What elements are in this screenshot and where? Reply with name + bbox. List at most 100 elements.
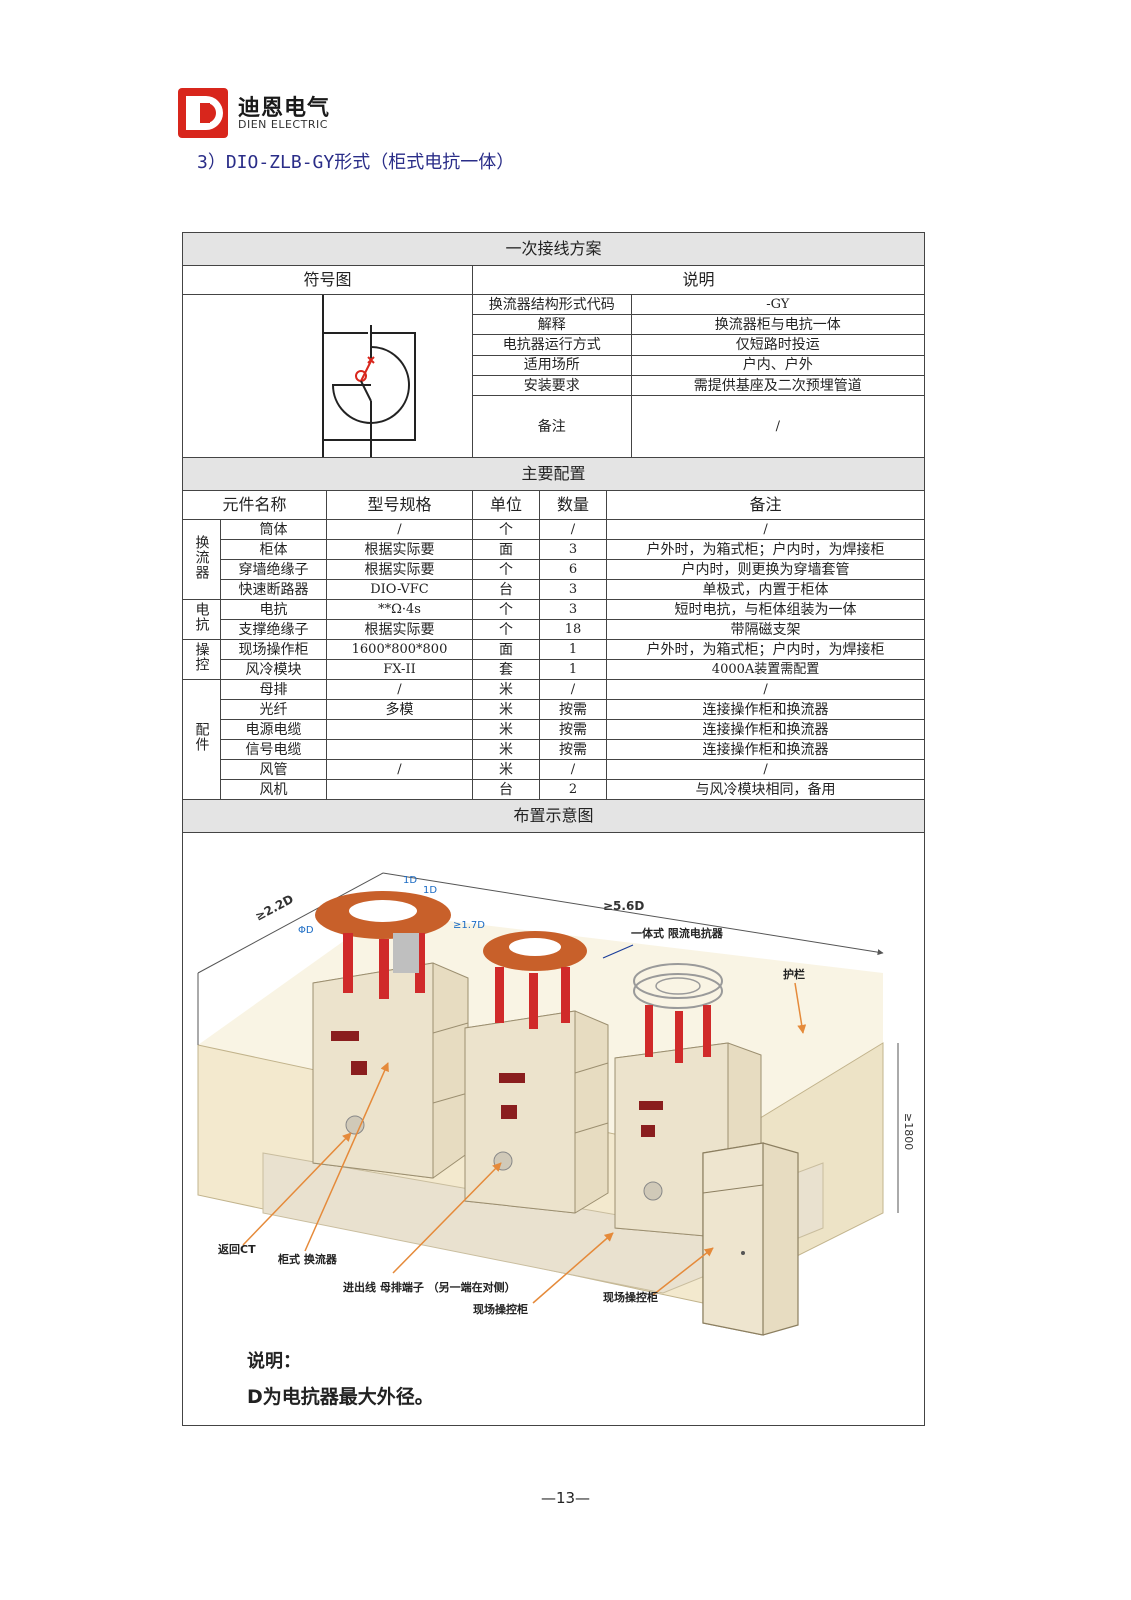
item-unit: 台 <box>472 579 540 600</box>
item-name: 筒体 <box>220 519 327 540</box>
item-name: 电抗 <box>220 599 327 620</box>
desc-value: 换流器柜与电抗一体 <box>631 314 924 336</box>
col-header-remark: 备注 <box>605 490 926 520</box>
item-qty: / <box>539 759 607 780</box>
item-remark: 连接操作柜和换流器 <box>605 739 926 760</box>
item-spec: / <box>326 679 473 700</box>
table-row: 快速断路器 DIO-VFC 台 3 单极式，内置于柜体 <box>183 579 926 600</box>
group-label: 配件 <box>182 679 221 800</box>
item-name: 电源电缆 <box>220 719 327 740</box>
col-header-spec: 型号规格 <box>326 490 473 520</box>
item-remark: / <box>605 679 926 700</box>
item-name: 风管 <box>220 759 327 780</box>
item-unit: 米 <box>472 699 540 720</box>
item-unit: 个 <box>472 519 540 540</box>
item-spec: 根据实际要 <box>326 559 473 580</box>
col-header-name: 元件名称 <box>182 490 327 520</box>
brand-logo: 迪恩电气 DIEN ELECTRIC <box>178 88 338 138</box>
item-remark: 短时电抗，与柜体组装为一体 <box>605 599 926 620</box>
item-qty: 3 <box>539 599 607 620</box>
symbol-diagram-header: 符号图 <box>182 265 473 295</box>
desc-key: 适用场所 <box>473 355 632 376</box>
table-row: 信号电缆 米 按需 连接操作柜和换流器 <box>183 739 926 760</box>
item-qty: 3 <box>539 539 607 560</box>
item-remark: / <box>605 759 926 780</box>
table-row: 风管 / 米 / / <box>183 759 926 780</box>
desc-value: 户内、户外 <box>631 355 924 376</box>
item-spec: FX-II <box>326 659 473 680</box>
item-spec <box>326 739 473 760</box>
item-remark: 单极式，内置于柜体 <box>605 579 926 600</box>
wiring-symbol-diagram <box>322 295 416 457</box>
leader-line <box>652 1247 714 1296</box>
description-table: 换流器结构形式代码-GY 解释换流器柜与电抗一体 电抗器运行方式仅短路时投运 适… <box>473 295 924 457</box>
item-name: 柜体 <box>220 539 327 560</box>
table-row: 光纤 多模 米 按需 连接操作柜和换流器 <box>183 699 926 720</box>
dim-label-1800: ≥1800 <box>902 1113 915 1150</box>
group-label: 换流器 <box>182 519 221 600</box>
item-remark: 带隔磁支架 <box>605 619 926 640</box>
item-remark: / <box>605 519 926 540</box>
item-unit: 米 <box>472 719 540 740</box>
dim-label-d1: 1D <box>403 875 417 886</box>
page-number: —13— <box>540 1489 591 1507</box>
item-spec <box>326 719 473 740</box>
note-title: 说明： <box>247 1351 301 1372</box>
item-qty: 18 <box>539 619 607 640</box>
main-config-title: 主要配置 <box>181 457 926 491</box>
symbol-diagram-cell <box>182 294 473 458</box>
table-row: 配件 母排 / 米 / / <box>182 679 926 800</box>
dim-label-56d: ≥5.6D <box>603 899 644 913</box>
group-label: 操控 <box>182 639 221 680</box>
item-qty: 1 <box>539 639 607 660</box>
item-remark: 户外时，为箱式柜；户内时，为焊接柜 <box>605 539 926 560</box>
group-label: 电抗 <box>182 599 221 640</box>
col-header-qty: 数量 <box>539 490 607 520</box>
table-row: 换流器 筒体 / 个 / / <box>182 519 926 600</box>
item-name: 母排 <box>220 679 327 700</box>
item-spec: / <box>326 759 473 780</box>
leader-line <box>392 1162 502 1274</box>
table-row: 操控 现场操作柜 1600*800*800 面 1 户外时，为箱式柜；户内时，为… <box>182 639 926 680</box>
item-unit: 面 <box>472 539 540 560</box>
item-name: 快速断路器 <box>220 579 327 600</box>
item-remark: 户内时，则更换为穿墙套管 <box>605 559 926 580</box>
field-control-cabinet <box>702 1142 799 1336</box>
table-row: 电抗 电抗 **Ω·4s 个 3 短时电抗，与柜体组装为一体 <box>182 599 926 640</box>
label-control-cabinet-2: 现场操控柜 <box>603 1290 658 1304</box>
section-subtitle: 3）DIO-ZLB-GY形式（柜式电抗一体） <box>197 152 515 173</box>
item-spec: 根据实际要 <box>326 619 473 640</box>
item-remark: 连接操作柜和换流器 <box>605 699 926 720</box>
leader-line <box>794 982 807 1034</box>
item-name: 信号电缆 <box>220 739 327 760</box>
label-fence: 护栏 <box>783 967 805 981</box>
table-row: 柜体 根据实际要 面 3 户外时，为箱式柜；户内时，为焊接柜 <box>183 539 926 560</box>
item-name: 支撑绝缘子 <box>220 619 327 640</box>
leader-line <box>532 1232 614 1304</box>
leader-line <box>242 1132 352 1246</box>
item-qty: 3 <box>539 579 607 600</box>
desc-key: 电抗器运行方式 <box>473 334 632 356</box>
desc-value: / <box>775 418 780 434</box>
description-cell: 换流器结构形式代码-GY 解释换流器柜与电抗一体 电抗器运行方式仅短路时投运 适… <box>471 294 926 458</box>
item-qty: 按需 <box>539 699 607 720</box>
item-name: 穿墙绝缘子 <box>220 559 327 580</box>
item-name: 风冷模块 <box>220 659 327 680</box>
dim-label-17d: ≥1.7D <box>453 920 485 931</box>
label-return-ct: 返回CT <box>218 1242 256 1256</box>
item-qty: 按需 <box>539 719 607 740</box>
item-remark: 连接操作柜和换流器 <box>605 719 926 740</box>
note-text: D为电抗器最大外径。 <box>247 1386 434 1408</box>
label-control-cabinet-1: 现场操控柜 <box>473 1302 528 1316</box>
item-unit: 米 <box>472 759 540 780</box>
brand-name-cn: 迪恩电气 <box>238 96 331 121</box>
converter-cabinet-2 <box>464 1010 609 1214</box>
item-spec: 1600*800*800 <box>326 639 473 660</box>
table-row: 支撑绝缘子 根据实际要 个 18 带隔磁支架 <box>183 619 926 640</box>
table-row: 风冷模块 FX-II 套 1 4000A装置需配置 <box>183 659 926 680</box>
reactor-2 <box>483 931 587 1029</box>
item-name: 光纤 <box>220 699 327 720</box>
dien-logo-icon <box>178 88 228 138</box>
item-unit: 米 <box>472 739 540 760</box>
item-unit: 面 <box>472 639 540 660</box>
